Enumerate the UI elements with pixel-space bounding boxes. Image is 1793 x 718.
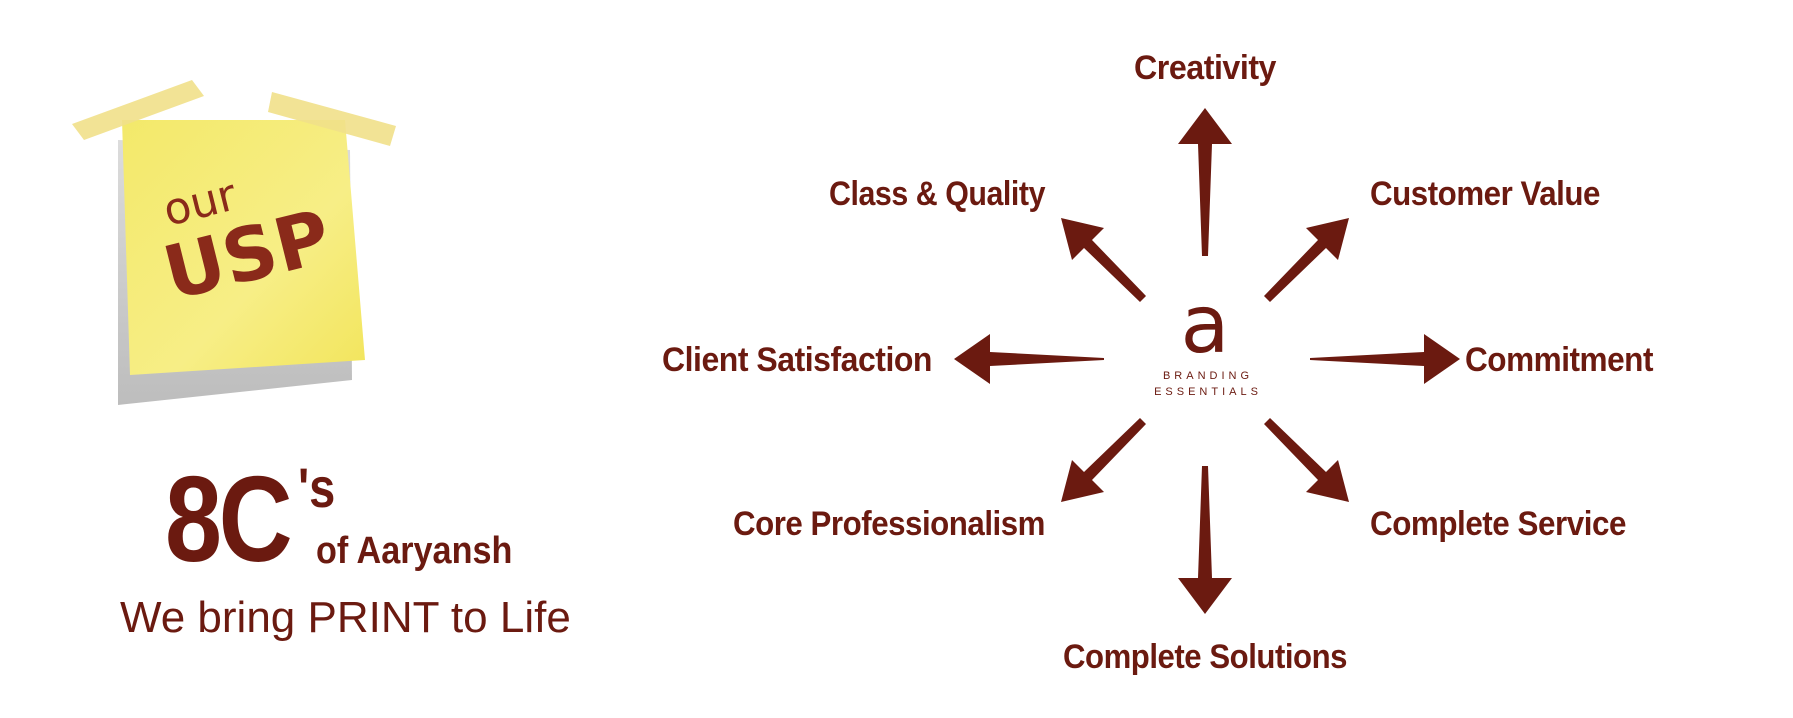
logo-line2: ESSENTIALS bbox=[1154, 386, 1262, 398]
tape-left bbox=[72, 80, 204, 140]
logo-line1: BRANDING bbox=[1163, 370, 1253, 382]
tagline: We bring PRINT to Life bbox=[120, 593, 571, 642]
usp-label-complete-solutions: Complete Solutions bbox=[1063, 638, 1347, 676]
note-paper bbox=[122, 120, 365, 375]
arrow-down-left bbox=[1061, 418, 1146, 502]
usp-label-complete-service: Complete Service bbox=[1370, 505, 1626, 543]
headline-suffix: 's bbox=[298, 456, 336, 519]
arrow-up bbox=[1178, 108, 1232, 256]
center-logo: a BRANDING ESSENTIALS bbox=[1154, 278, 1262, 398]
tape-right bbox=[268, 92, 396, 146]
usp-label-customer-value: Customer Value bbox=[1370, 175, 1600, 213]
usp-label-client-satisfaction: Client Satisfaction bbox=[662, 341, 932, 379]
sticky-note: our USP bbox=[72, 80, 396, 405]
arrow-left bbox=[954, 334, 1104, 384]
usp-label-class-quality: Class & Quality bbox=[829, 175, 1046, 213]
logo-letter: a bbox=[1180, 278, 1229, 371]
arrow-down-right bbox=[1264, 418, 1349, 502]
headline-of-aaryansh: of Aaryansh bbox=[316, 530, 513, 572]
headline-8c: 8C bbox=[165, 451, 293, 587]
usp-label-creativity: Creativity bbox=[1134, 49, 1277, 87]
arrow-up-left bbox=[1061, 218, 1146, 302]
usp-label-commitment: Commitment bbox=[1465, 341, 1653, 379]
usp-label-core-professionalism: Core Professionalism bbox=[733, 505, 1045, 543]
arrow-down bbox=[1178, 466, 1232, 614]
arrow-up-right bbox=[1264, 218, 1349, 302]
arrow-right bbox=[1310, 334, 1460, 384]
